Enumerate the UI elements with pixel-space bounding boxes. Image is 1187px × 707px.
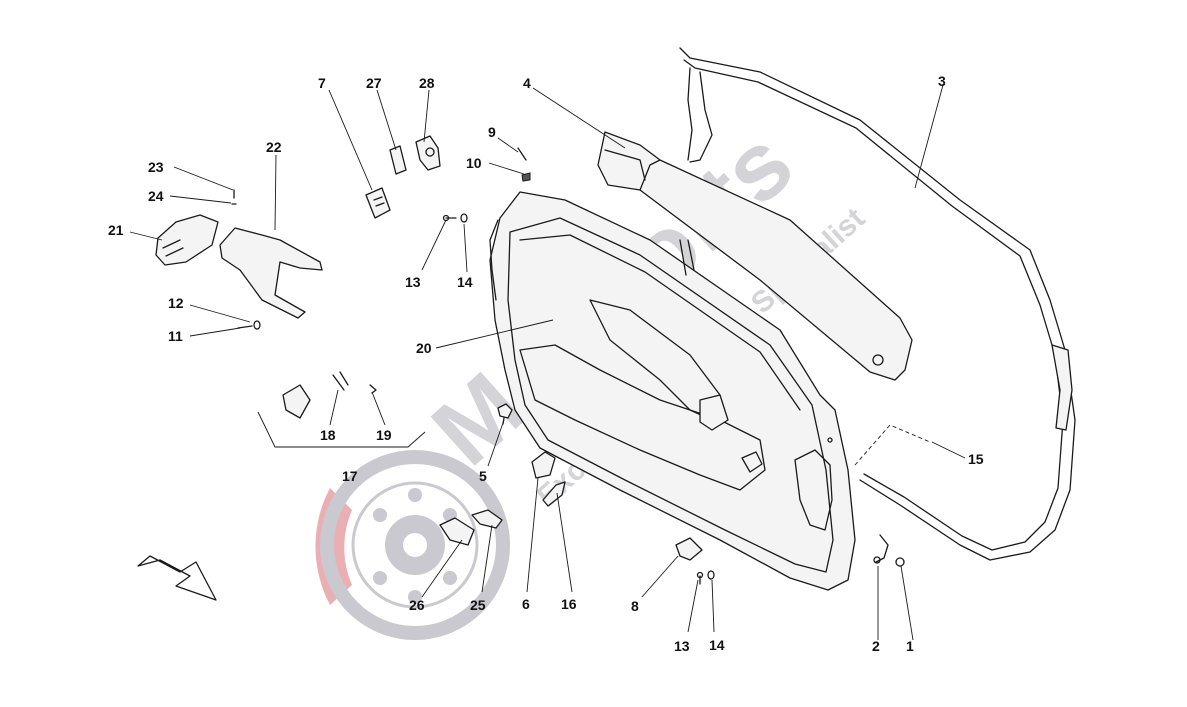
callout-26: 26 — [409, 597, 425, 613]
part-6-cover — [531, 451, 556, 479]
callout-27: 27 — [366, 75, 382, 91]
part-26-module — [439, 517, 475, 546]
callout-13-lower: 13 — [674, 638, 690, 654]
callout-8: 8 — [631, 598, 639, 614]
part-17-speaker-group — [257, 411, 426, 448]
callout-22: 22 — [266, 139, 282, 155]
part-1-screw — [895, 557, 905, 567]
callout-18: 18 — [320, 427, 336, 443]
callout-9: 9 — [488, 124, 496, 140]
callout-6: 6 — [522, 596, 530, 612]
callout-28: 28 — [419, 75, 435, 91]
callout-5: 5 — [479, 468, 487, 484]
callout-14: 14 — [457, 274, 473, 290]
callout-14-lower: 14 — [709, 637, 725, 653]
leader-lines — [129, 84, 966, 641]
part-28-cover — [415, 135, 441, 171]
part-8-lock-actuator — [675, 537, 703, 561]
callout-21: 21 — [108, 222, 124, 238]
part-7-switch — [365, 187, 391, 219]
part-19-clip — [369, 384, 377, 394]
callout-15: 15 — [968, 451, 984, 467]
part-14b-washer — [707, 570, 715, 580]
callout-17: 17 — [342, 468, 358, 484]
part-4-upper-trim — [597, 131, 913, 381]
part-20-door-panel — [489, 191, 856, 591]
callout-16: 16 — [561, 596, 577, 612]
watermark-wheel-icon — [315, 450, 510, 640]
front-direction-arrow-icon — [137, 555, 217, 601]
part-18-bracket — [282, 371, 349, 419]
part-12-washer — [253, 320, 261, 330]
callout-3: 3 — [938, 73, 946, 89]
part-9-pin — [517, 147, 527, 161]
part-10-clip — [521, 172, 531, 182]
callout-13: 13 — [405, 274, 421, 290]
callout-10: 10 — [466, 155, 482, 171]
part-2-bracket — [873, 534, 889, 564]
part-21-cover — [155, 214, 219, 266]
callout-20: 20 — [416, 340, 432, 356]
callout-23: 23 — [148, 159, 164, 175]
part-11-screw — [237, 325, 253, 329]
callout-24: 24 — [148, 188, 164, 204]
callout-2: 2 — [872, 638, 880, 654]
callout-12: 12 — [168, 295, 184, 311]
part-16-insert — [542, 481, 566, 507]
part-13-screw — [442, 214, 457, 222]
callout-11: 11 — [168, 328, 183, 344]
part-27-switch — [389, 145, 407, 175]
part-25-switch — [471, 509, 503, 529]
part-14-washer — [460, 213, 468, 223]
part-22-bracket — [219, 227, 323, 319]
part-15-dashed-guide — [854, 424, 931, 466]
part-3-window-seal — [679, 47, 1076, 561]
callout-7: 7 — [318, 75, 326, 91]
callout-labels: 1 2 3 4 5 6 7 8 9 10 11 12 13 13 14 14 1… — [108, 73, 984, 654]
callout-1: 1 — [906, 638, 914, 654]
callout-25: 25 — [470, 597, 486, 613]
callout-4: 4 — [523, 75, 531, 91]
part-13b-screw — [696, 571, 704, 585]
callout-19: 19 — [376, 427, 392, 443]
